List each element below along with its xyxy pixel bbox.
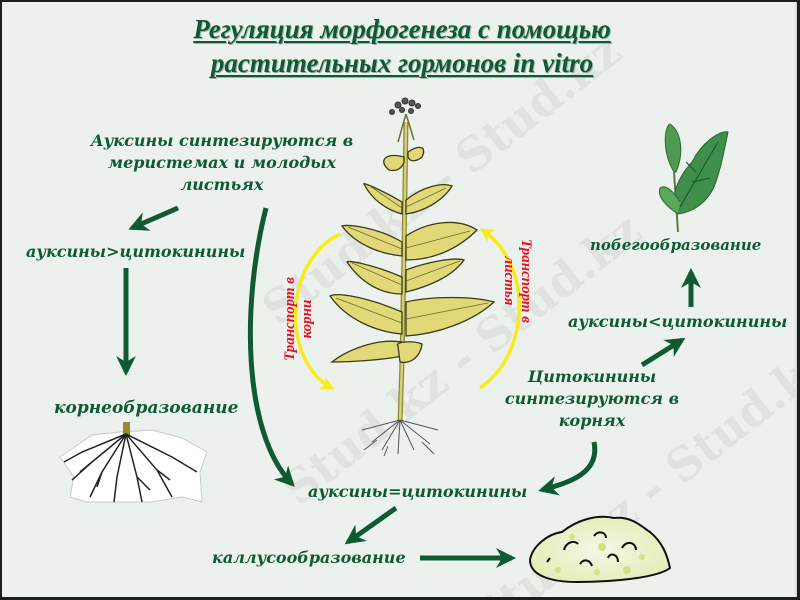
transport-to-leaves-line-2: листья: [501, 256, 517, 306]
auxin-synthesis-line-1: Ауксины синтезируются в: [90, 131, 354, 150]
auxin-synthesis-text: Ауксины синтезируются в меристемах и мол…: [62, 130, 382, 196]
auxin-synthesis-line-2: меристемах и молодых: [107, 153, 337, 172]
auxin-equal-cytokinin: ауксины=цитокинины: [308, 482, 528, 501]
cytokinin-synthesis-line-2: синтезируются в: [504, 389, 680, 408]
arrow-to-auxin-gt: [128, 205, 179, 231]
yellow-arrow-transport-to-leaves: [479, 228, 521, 390]
transport-to-leaves-label: Транспорт в листья: [500, 216, 534, 346]
shoot-leaf-illustration: [658, 123, 729, 233]
transport-to-roots-label: Транспорт в корни: [282, 254, 316, 384]
shoot-formation-label: побегообразование: [590, 236, 762, 254]
roots-illustration: [59, 422, 208, 503]
root-formation-label: корнеобразование: [54, 398, 239, 418]
arrow-long-curve-to-equal: [247, 207, 295, 487]
transport-to-leaves-line-1: Транспорт в: [518, 238, 534, 324]
arrow-equal-to-callus-label: [344, 505, 398, 545]
auxin-less-than-cytokinin: ауксины<цитокинины: [568, 312, 788, 331]
title-line-1: Регуляция морфогенеза с помощью: [193, 14, 611, 44]
cytokinin-synthesis-line-1: Цитокинины: [527, 367, 657, 386]
cytokinin-synthesis-text: Цитокинины синтезируются в корнях: [502, 366, 682, 432]
auxin-synthesis-line-3: листьях: [180, 175, 264, 194]
transport-to-roots-line-2: корни: [299, 299, 315, 339]
cytokinin-synthesis-line-3: корнях: [558, 411, 626, 430]
arrow-cytokinin-to-equal: [538, 441, 598, 496]
plant-illustration: [329, 97, 496, 457]
callus-formation-label: каллусообразование: [212, 548, 406, 567]
yellow-arrow-transport-to-roots: [293, 232, 341, 390]
transport-to-roots-line-1: Транспорт в: [282, 276, 298, 362]
callus-illustration: [528, 515, 672, 584]
arrow-to-auxin-lt: [640, 337, 686, 368]
title-line-2: растительных гормонов in vitro: [210, 48, 594, 78]
auxin-greater-than-cytokinin: ауксины>цитокинины: [26, 242, 246, 261]
